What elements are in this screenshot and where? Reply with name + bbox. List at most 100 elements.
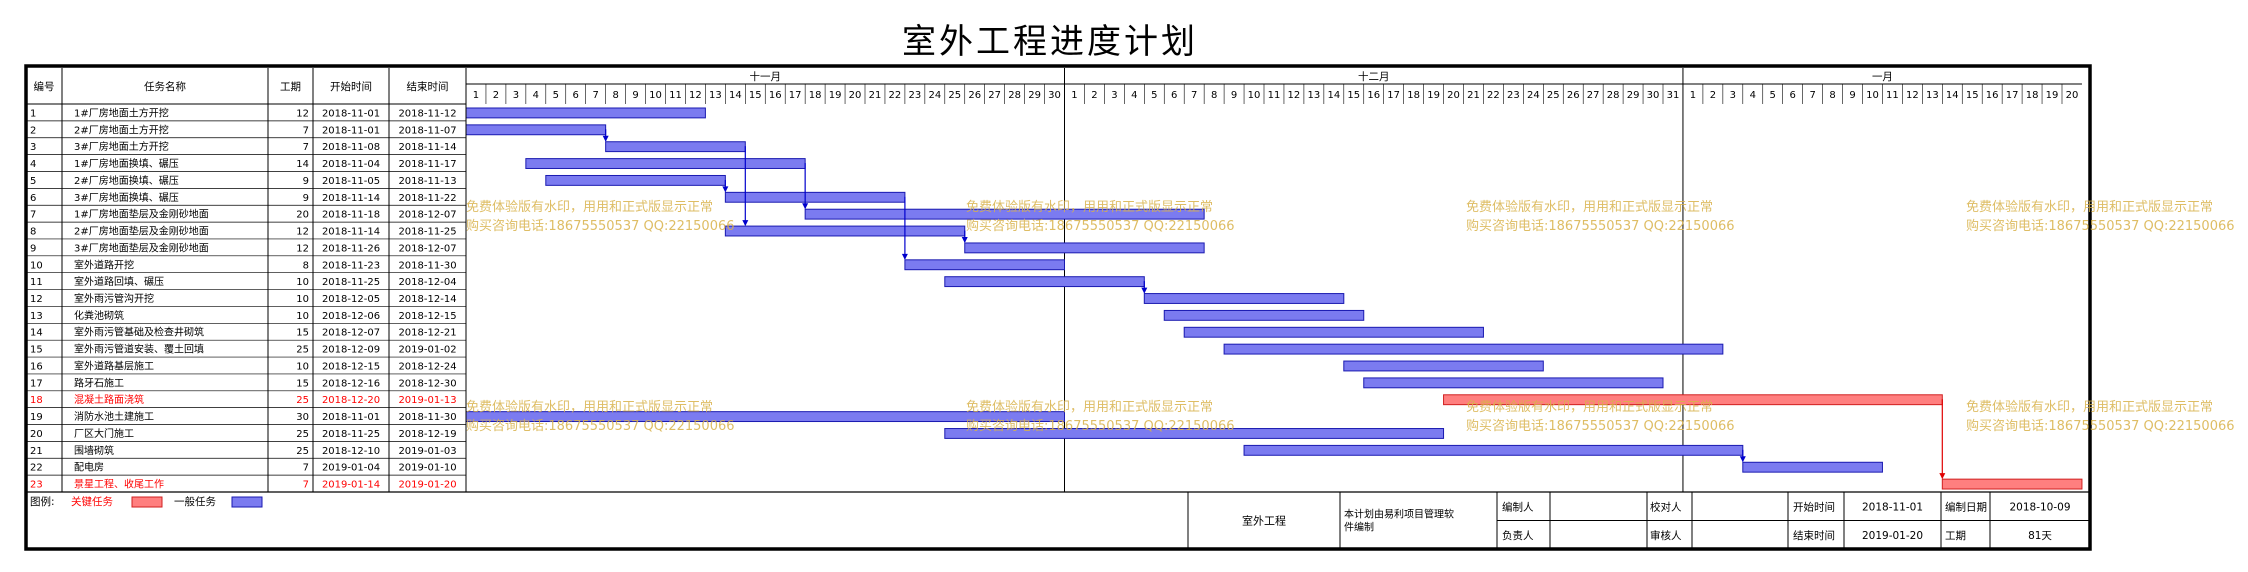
task-duration: 30 [296, 412, 309, 423]
task-start: 2018-12-09 [322, 345, 380, 356]
task-start: 2018-12-07 [322, 328, 380, 339]
day-label: 9 [1849, 90, 1855, 101]
day-label: 5 [553, 90, 559, 101]
day-label: 7 [1809, 90, 1815, 101]
legend-critical-label: 关键任务 [71, 495, 113, 508]
dependency-arrow [961, 236, 968, 243]
critical-task-bar [1941, 478, 2083, 490]
task-start: 2018-11-04 [322, 159, 380, 170]
task-start: 2018-11-01 [322, 412, 380, 423]
day-label: 4 [1750, 90, 1756, 101]
task-duration: 15 [296, 328, 309, 339]
task-id: 5 [30, 176, 36, 187]
day-label: 5 [1770, 90, 1776, 101]
day-label: 8 [1211, 90, 1217, 101]
footer-auditor: 审核人 [1650, 529, 1682, 542]
day-label: 19 [1427, 90, 1440, 101]
task-name: 室外雨污管沟开挖 [74, 292, 154, 305]
dependency-arrow [802, 203, 809, 210]
task-start: 2018-11-14 [322, 227, 380, 238]
task-name: 室外道路回填、碾压 [74, 275, 164, 288]
task-name: 2#厂房地面换填、碾压 [74, 174, 179, 187]
task-end: 2019-01-20 [398, 480, 456, 491]
day-label: 24 [1527, 90, 1540, 101]
day-label: 14 [729, 90, 742, 101]
day-label: 14 [1327, 90, 1340, 101]
day-label: 3 [513, 90, 519, 101]
task-duration: 9 [303, 193, 309, 204]
day-label: 11 [669, 90, 682, 101]
task-start: 2018-12-06 [322, 311, 380, 322]
month-label: 十二月 [1358, 70, 1390, 83]
task-bar [465, 411, 1065, 423]
task-bar [525, 158, 806, 169]
task-id: 16 [30, 361, 43, 372]
task-duration: 8 [303, 260, 309, 271]
task-end: 2018-11-13 [398, 176, 456, 187]
day-label: 20 [1447, 90, 1460, 101]
task-id: 3 [30, 142, 36, 153]
task-duration: 7 [303, 142, 309, 153]
day-label: 10 [649, 90, 662, 101]
legend-critical-swatch [131, 496, 163, 508]
task-name: 室外道路基层施工 [74, 359, 154, 372]
task-start: 2018-11-25 [322, 277, 380, 288]
day-label: 30 [1647, 90, 1660, 101]
task-end: 2018-12-07 [398, 243, 456, 254]
task-name: 1#厂房地面垫层及金刚砂地面 [74, 208, 209, 221]
task-id: 1 [30, 108, 36, 119]
task-id: 11 [30, 277, 43, 288]
task-id: 22 [30, 463, 43, 474]
footer-reviewer: 校对人 [1650, 500, 1682, 513]
header-end: 结束时间 [407, 80, 449, 93]
day-label: 25 [948, 90, 961, 101]
legend-label: 图例: [30, 495, 55, 508]
dependency-arrow [901, 253, 908, 260]
day-label: 17 [1387, 90, 1400, 101]
page-title: 室外工程进度计划 [902, 22, 1198, 62]
task-bar [944, 428, 1445, 439]
task-bar [1143, 293, 1345, 304]
day-label: 2 [1091, 90, 1097, 101]
task-id: 4 [30, 159, 36, 170]
day-label: 13 [1308, 90, 1321, 101]
day-label: 26 [1567, 90, 1580, 101]
day-label: 8 [612, 90, 618, 101]
task-end: 2018-11-17 [398, 159, 456, 170]
task-end: 2018-11-22 [398, 193, 456, 204]
legend-normal-label: 一般任务 [174, 495, 216, 508]
task-duration: 7 [303, 125, 309, 136]
day-label: 25 [1547, 90, 1560, 101]
task-id: 15 [30, 345, 43, 356]
task-bar [1742, 461, 1883, 473]
task-name: 3#厂房地面土方开挖 [74, 140, 169, 153]
day-label: 1 [1690, 90, 1696, 101]
task-name: 室外道路开挖 [74, 258, 134, 271]
footer-start-value: 2018-11-01 [1862, 501, 1923, 513]
task-end: 2018-12-04 [398, 277, 456, 288]
day-label: 16 [1367, 90, 1380, 101]
day-label: 3 [1730, 90, 1736, 101]
task-start: 2018-11-08 [322, 142, 380, 153]
task-end: 2018-12-19 [398, 429, 456, 440]
dependency-arrow [1739, 456, 1746, 463]
task-id: 19 [30, 412, 43, 423]
footer-compiler: 编制人 [1502, 500, 1534, 513]
day-label: 2 [1710, 90, 1716, 101]
task-duration: 10 [296, 277, 309, 288]
day-label: 15 [1347, 90, 1360, 101]
task-duration: 15 [296, 378, 309, 389]
task-id: 8 [30, 227, 36, 238]
task-bar [1343, 360, 1544, 372]
task-bar [724, 225, 966, 237]
day-label: 10 [1248, 90, 1261, 101]
footer-note: 件编制 [1344, 521, 1374, 534]
task-name: 室外雨污管基础及检查井砌筑 [74, 326, 204, 339]
task-duration: 25 [296, 429, 309, 440]
task-end: 2018-11-25 [398, 227, 456, 238]
day-label: 31 [1667, 90, 1680, 101]
task-id: 13 [30, 311, 43, 322]
day-label: 20 [2066, 90, 2079, 101]
day-label: 27 [1587, 90, 1600, 101]
task-id: 2 [30, 125, 36, 136]
